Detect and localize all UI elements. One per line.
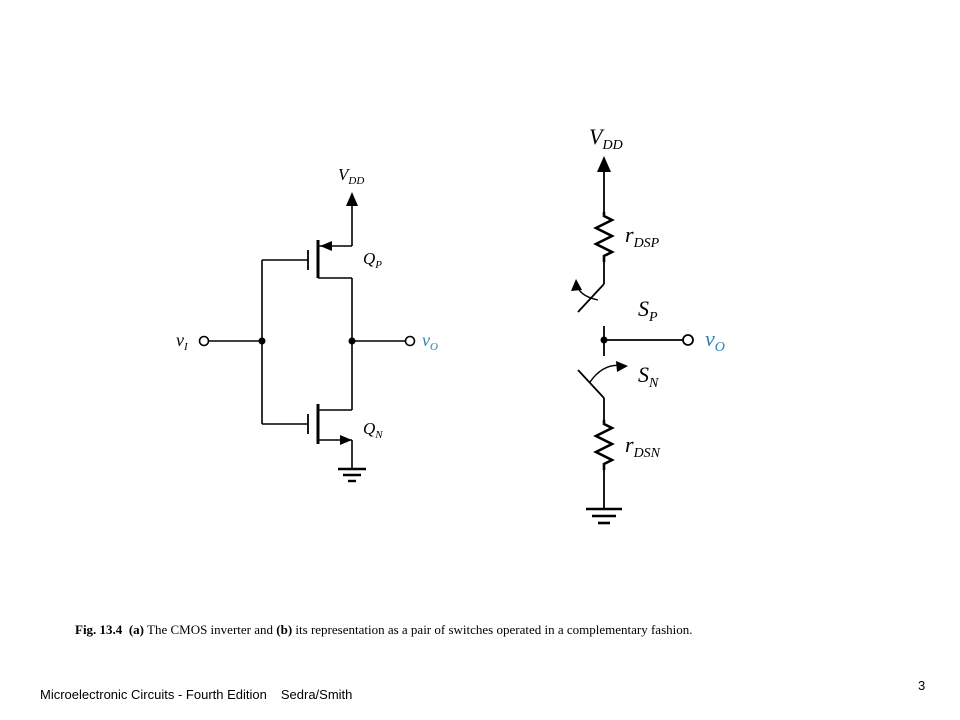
vdd-arrow-icon (346, 192, 358, 206)
footer-authors: Sedra/Smith (280, 687, 353, 702)
switch-sn-blade (577, 369, 605, 399)
pmos-source-arrow-icon (320, 241, 332, 251)
switch-sp-arrow (575, 281, 599, 301)
cmos-inverter-figure (198, 192, 416, 483)
page-number: 3 (918, 678, 926, 693)
sp-label: SP (638, 296, 658, 325)
output-terminal-b (682, 334, 694, 346)
caption-figure-label: Fig. 13.4 (75, 622, 123, 637)
vdd-label-b: VDD (589, 124, 623, 153)
caption-part-a: (a) (128, 622, 144, 637)
rdsp-label: rDSP (625, 222, 660, 251)
qn-label: QN (363, 419, 383, 441)
slide-footer: Microelectronic Circuits - Fourth Editio… (40, 687, 352, 702)
caption-text-a: The CMOS inverter and (147, 622, 274, 637)
sn-label: SN (638, 362, 659, 391)
vi-label: vI (176, 330, 189, 353)
rdsn-label: rDSN (625, 432, 661, 461)
resistor-rdsn-icon (593, 420, 615, 470)
caption-text-b: its representation as a pair of switches… (295, 622, 693, 637)
vo-label-b: vO (705, 326, 725, 355)
nmos-transistor-qn (307, 404, 352, 445)
nmos-source-arrow-icon (340, 435, 352, 445)
output-terminal (404, 335, 416, 347)
input-junction-dot (258, 337, 266, 345)
ground-icon (338, 467, 366, 483)
switch-model-figure (571, 156, 694, 525)
vdd-label: VDD (338, 165, 364, 187)
qp-label: QP (363, 249, 382, 271)
ground-icon-b (586, 507, 622, 525)
vo-label: vO (422, 330, 438, 353)
footer-book-title: Microelectronic Circuits - Fourth Editio… (40, 687, 267, 702)
resistor-rdsp-icon (593, 212, 615, 262)
pmos-transistor-qp (307, 240, 352, 279)
vdd-arrow-icon-b (597, 156, 611, 172)
output-junction-dot-b (600, 336, 608, 344)
figure-caption: Fig. 13.4 (a) The CMOS inverter and (b) … (75, 622, 693, 638)
caption-part-b: (b) (276, 622, 293, 637)
output-junction-dot (348, 337, 356, 345)
input-terminal (198, 335, 210, 347)
